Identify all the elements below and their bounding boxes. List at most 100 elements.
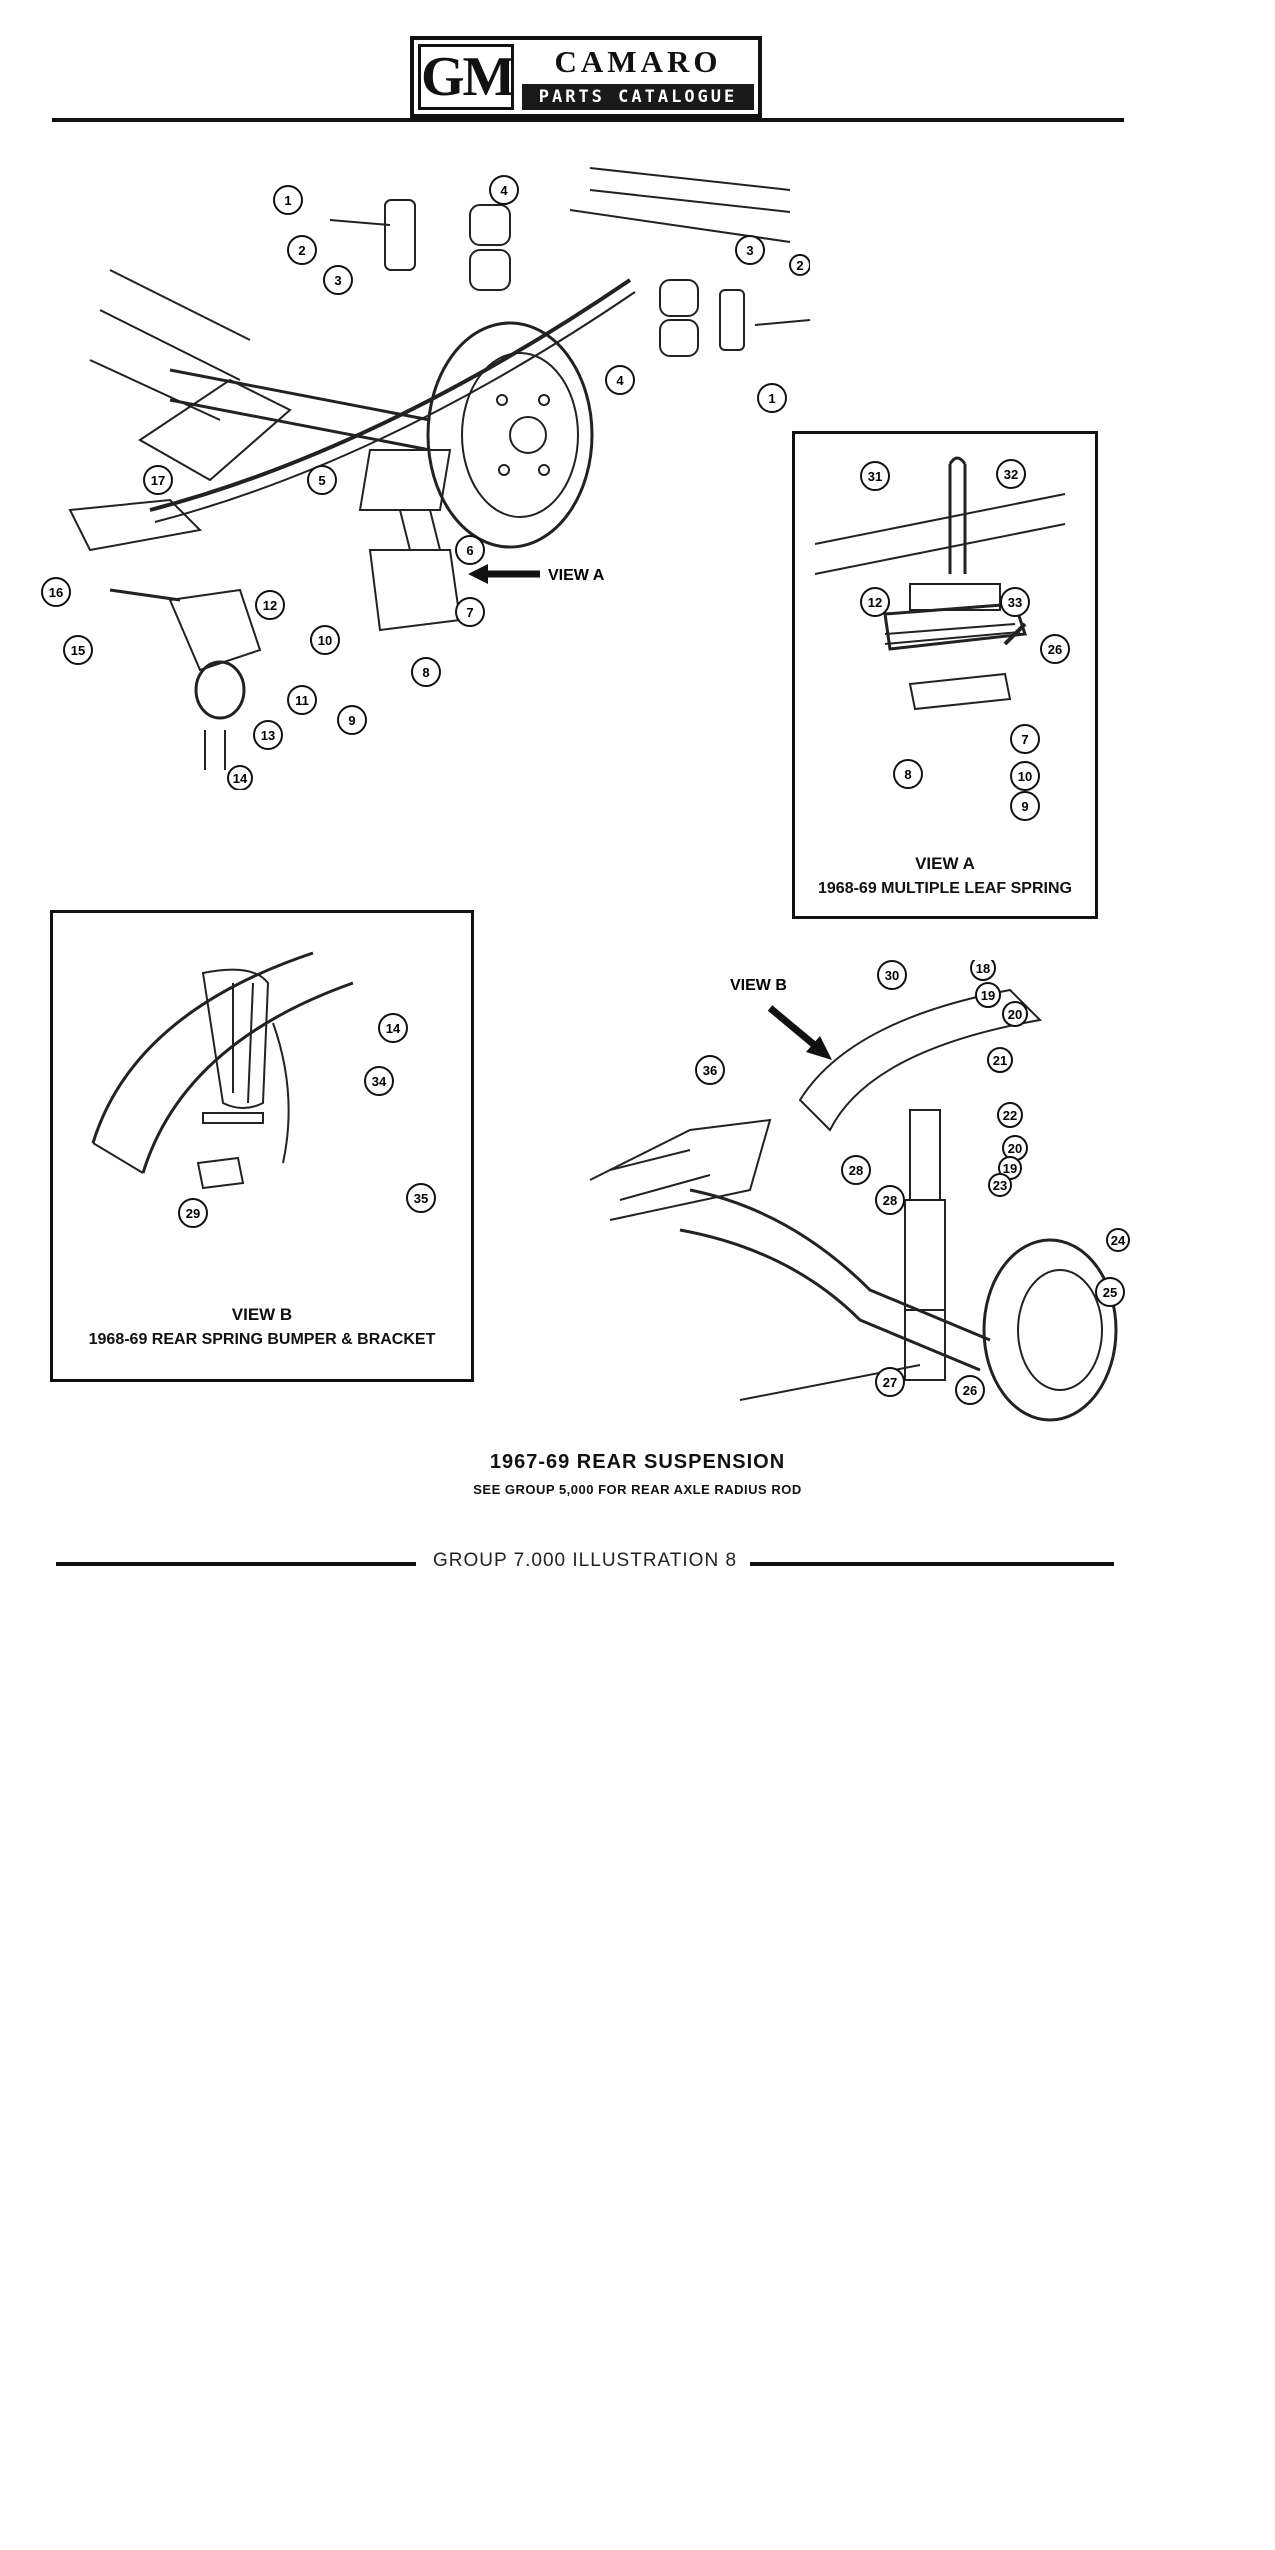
- footer-rule-left: [56, 1562, 416, 1566]
- view-a-callout-7-label: 7: [1021, 732, 1028, 747]
- shock-callout-19-label: 19: [981, 988, 995, 1003]
- view-a-callout-9: 9: [1010, 791, 1040, 821]
- view-b-diagram: 14 34 35 29: [91, 951, 436, 1228]
- callout-12: 12: [255, 590, 285, 620]
- callout-3-label: 3: [334, 273, 341, 288]
- shock-callout-28b-label: 28: [883, 1193, 897, 1208]
- view-a-pointer-label: VIEW A: [548, 567, 605, 584]
- view-a-callout-26-label: 26: [1048, 642, 1062, 657]
- view-a-callout-8-label: 8: [904, 767, 911, 782]
- shock-callout-20-label: 20: [1008, 1007, 1022, 1022]
- callout-12-label: 12: [263, 598, 277, 613]
- callout-1b-label: 1: [768, 391, 775, 406]
- callout-2b-label: 2: [796, 258, 803, 273]
- callout-2: 2: [287, 235, 317, 265]
- callout-2-label: 2: [298, 243, 305, 258]
- view-a-title: VIEW A: [915, 854, 975, 873]
- catalogue-label: PARTS CATALOGUE: [522, 84, 754, 110]
- view-b-callout-29: 29: [178, 1198, 208, 1228]
- view-b-box: 14 34 35 29 VIEW B 1968-69 REAR SPRING B…: [50, 910, 474, 1382]
- view-a-callout-12-label: 12: [868, 595, 882, 610]
- callout-3b: 3: [735, 235, 765, 265]
- shock-callout-20b-label: 20: [1008, 1141, 1022, 1156]
- callout-1-label: 1: [284, 193, 291, 208]
- shock-callout-19b-label: 19: [1003, 1161, 1017, 1176]
- callout-1b: 1: [757, 383, 787, 413]
- catalogue-header-badge: GM CAMARO PARTS CATALOGUE: [410, 36, 762, 118]
- view-a-callout-12: 12: [860, 587, 890, 617]
- view-b-callout-34-label: 34: [372, 1074, 387, 1089]
- header-rule: [52, 118, 1124, 122]
- view-b-pointer: VIEW B: [730, 977, 832, 1060]
- shock-callout-23-label: 23: [993, 1178, 1007, 1193]
- view-a-callout-31-label: 31: [868, 469, 882, 484]
- shock-callout-21: 21: [987, 1047, 1013, 1073]
- shock-callout-25-label: 25: [1103, 1285, 1117, 1300]
- callout-3: 3: [323, 265, 353, 295]
- callout-4: 4: [489, 175, 519, 205]
- shock-callout-20: 20: [1002, 1001, 1028, 1027]
- shock-callout-24-label: 24: [1111, 1233, 1126, 1248]
- footer-rule-right: [750, 1562, 1114, 1566]
- callout-4b-label: 4: [616, 373, 624, 388]
- shock-absorber-diagram: 30 18 19 20 21 22 20 19 23 28 28 36 24 2…: [589, 960, 1130, 1422]
- view-b-callout-35: 35: [406, 1183, 436, 1213]
- view-b-callouts: 14 34 35 29: [178, 1013, 436, 1228]
- view-a-callout-10: 10: [1010, 761, 1040, 791]
- view-a-callout-10-label: 10: [1018, 769, 1032, 784]
- view-a-callout-7: 7: [1010, 724, 1040, 754]
- shock-callout-20b: 20: [1002, 1135, 1028, 1161]
- callout-6: 6: [455, 535, 485, 565]
- callout-5: 5: [307, 465, 337, 495]
- shock-callout-18-label: 18: [976, 961, 990, 976]
- callout-16: 16: [41, 577, 71, 607]
- callout-4b: 4: [605, 365, 635, 395]
- callout-7-label: 7: [466, 605, 473, 620]
- shock-callout-24: 24: [1106, 1228, 1130, 1252]
- view-b-callout-34: 34: [364, 1066, 394, 1096]
- brand-name: CAMARO: [554, 44, 722, 79]
- shock-callout-27: 27: [875, 1367, 905, 1397]
- shock-callout-30-label: 30: [885, 968, 899, 983]
- shock-callouts: 30 18 19 20 21 22 20 19 23 28 28 36 24 2…: [695, 960, 1130, 1405]
- view-a-box: 31 32 12 33 26 7 8 10 9 VIEW A 1968-69 M…: [792, 431, 1098, 919]
- figure-title: 1967-69 REAR SUSPENSION: [489, 1451, 786, 1473]
- shock-callout-27-label: 27: [883, 1375, 897, 1390]
- callout-1: 1: [273, 185, 303, 215]
- callout-10: 10: [310, 625, 340, 655]
- view-a-callout-32-label: 32: [1004, 467, 1018, 482]
- view-a-callout-26: 26: [1040, 634, 1070, 664]
- callout-11: 11: [287, 685, 317, 715]
- view-b-callout-35-label: 35: [414, 1191, 428, 1206]
- callout-5-label: 5: [318, 473, 325, 488]
- callout-9: 9: [337, 705, 367, 735]
- view-a-callout-33: 33: [1000, 587, 1030, 617]
- callout-6-label: 6: [466, 543, 473, 558]
- callout-3b-label: 3: [746, 243, 753, 258]
- main-suspension-diagram: 1 2 3 4 3 2 4 1 17 5 6 7 8 9 10 11 12 13…: [41, 167, 810, 790]
- view-b-callout-29-label: 29: [186, 1206, 200, 1221]
- callout-13: 13: [253, 720, 283, 750]
- callout-11-label: 11: [295, 693, 309, 708]
- shock-callout-28b: 28: [875, 1185, 905, 1215]
- view-a-callout-32: 32: [996, 459, 1026, 489]
- callout-10-label: 10: [318, 633, 332, 648]
- shock-callout-18: 18: [970, 960, 996, 981]
- shock-callout-25: 25: [1095, 1277, 1125, 1307]
- shock-callout-19: 19: [975, 982, 1001, 1008]
- view-b-pointer-label: VIEW B: [730, 977, 787, 994]
- view-a-callout-33-label: 33: [1008, 595, 1022, 610]
- callout-2b: 2: [789, 254, 810, 276]
- view-a-pointer: VIEW A: [468, 564, 605, 584]
- shock-callout-36: 36: [695, 1055, 725, 1085]
- callout-8: 8: [411, 657, 441, 687]
- shock-callout-36-label: 36: [703, 1063, 717, 1078]
- shock-callout-28a: 28: [841, 1155, 871, 1185]
- view-a-callout-31: 31: [860, 461, 890, 491]
- shock-callout-21-label: 21: [993, 1053, 1007, 1068]
- shock-callout-23: 23: [988, 1173, 1012, 1197]
- callout-17-label: 17: [151, 473, 165, 488]
- view-a-subtitle: 1968-69 MULTIPLE LEAF SPRING: [818, 880, 1072, 897]
- figure-note: SEE GROUP 5,000 FOR REAR AXLE RADIUS ROD: [473, 1482, 802, 1497]
